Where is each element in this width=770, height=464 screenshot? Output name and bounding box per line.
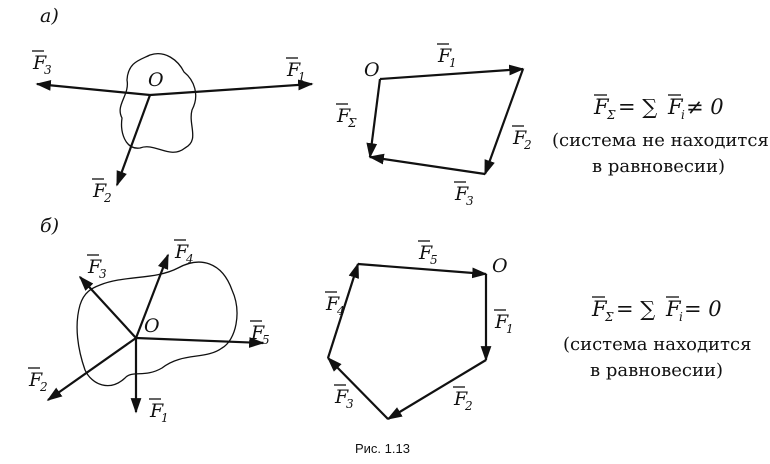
svg-text:Σ: Σ [606, 108, 616, 122]
part-a-polygon-resultant-arrow [366, 78, 382, 159]
part-b-force-f4-arrow [134, 253, 170, 339]
svg-text:F: F [334, 386, 349, 408]
part-a-note-line1: (система не находится [552, 130, 769, 151]
part-b-polygon-f2-label: F 2 [453, 386, 473, 413]
svg-text:F: F [336, 105, 351, 127]
svg-text:F: F [591, 297, 608, 321]
svg-text:5: 5 [262, 333, 270, 347]
svg-text:F: F [437, 45, 452, 67]
part-b-force-f3-arrow [78, 275, 137, 339]
svg-text:3: 3 [44, 63, 52, 77]
part-a-polygon-point-o-label: O [364, 59, 380, 81]
part-b-polygon-f4-label: F 4 [325, 291, 345, 318]
svg-text:F: F [665, 297, 682, 321]
part-b-force-f4-label: F 4 [174, 239, 194, 266]
part-a-polygon-f3-label: F 3 [454, 181, 474, 208]
part-b-force-f3-label: F 3 [87, 254, 107, 281]
part-a-force-f2-label: F 2 [92, 178, 112, 205]
svg-text:F: F [454, 183, 469, 205]
svg-text:F: F [593, 95, 610, 119]
part-a-body-contour [119, 53, 197, 153]
part-b-label: б) [40, 215, 59, 237]
svg-text:F: F [667, 95, 684, 119]
part-b-polygon-f3-arrow [326, 356, 389, 420]
part-b-force-f2-label: F 2 [28, 367, 48, 394]
svg-text:F: F [28, 369, 43, 391]
svg-text:F: F [418, 242, 433, 264]
svg-text:4: 4 [336, 304, 345, 318]
svg-text:1: 1 [506, 322, 514, 336]
svg-text:F: F [250, 322, 265, 344]
part-b-polygon-f1-label: F 1 [494, 309, 514, 336]
svg-text:3: 3 [346, 397, 354, 411]
part-b-point-o-label: O [144, 315, 160, 337]
part-b-equation: F Σ = ∑ F i = 0 [591, 296, 722, 324]
svg-text:Σ: Σ [347, 116, 357, 130]
part-a-polygon-resultant-label: F Σ [336, 103, 357, 130]
svg-text:F: F [87, 256, 102, 278]
part-a-polygon-f2-label: F 2 [512, 125, 532, 152]
part-a-equation: F Σ = ∑ F i ≠ 0 [593, 94, 724, 122]
svg-text:F: F [325, 293, 340, 315]
part-a-point-o-label: O [148, 69, 164, 91]
figure-caption: Рис. 1.13 [355, 441, 410, 456]
svg-text:i: i [681, 108, 685, 122]
svg-text:F: F [32, 52, 47, 74]
part-a-polygon-f1-label: F 1 [437, 43, 457, 70]
part-b-polygon-f5-arrow [357, 262, 488, 279]
part-a-note-line2: в равновесии) [592, 156, 725, 177]
part-b-polygon-f3-label: F 3 [334, 384, 354, 411]
svg-text:= ∑: = ∑ [616, 297, 655, 321]
svg-text:= 0: = 0 [684, 297, 722, 321]
part-a-label: а) [40, 5, 59, 27]
part-a-force-f3-arrow [35, 79, 151, 97]
part-a-force-f2-arrow [115, 94, 152, 187]
svg-text:F: F [174, 241, 189, 263]
svg-text:2: 2 [39, 380, 48, 394]
svg-text:4: 4 [185, 252, 194, 266]
part-a-force-f1-label: F 1 [286, 57, 306, 84]
part-b-note-line2: в равновесии) [590, 360, 723, 381]
part-a-force-f3-label: F 3 [32, 50, 52, 77]
svg-text:F: F [453, 388, 468, 410]
svg-text:≠ 0: ≠ 0 [686, 95, 724, 119]
part-b-note-line1: (система находится [563, 334, 751, 355]
part-b-force-f5-arrow [135, 336, 265, 348]
part-b-polygon-f5-label: F 5 [418, 240, 438, 267]
svg-text:1: 1 [161, 411, 169, 425]
svg-text:i: i [679, 310, 683, 324]
part-a-polygon-f2-arrow [483, 68, 525, 176]
svg-text:2: 2 [103, 191, 112, 205]
svg-text:3: 3 [99, 267, 107, 281]
part-b-body-contour [76, 261, 238, 387]
part-b-force-f2-arrow [46, 337, 137, 401]
svg-text:2: 2 [523, 138, 532, 152]
svg-text:1: 1 [449, 56, 457, 70]
svg-text:= ∑: = ∑ [618, 95, 657, 119]
svg-text:F: F [512, 127, 527, 149]
part-b-polygon-point-o-label: O [492, 255, 508, 277]
part-b-polygon-f2-arrow [386, 359, 487, 420]
svg-text:1: 1 [298, 70, 306, 84]
part-a-force-f1-arrow [149, 79, 314, 97]
part-a-polygon-f1-arrow [379, 64, 525, 81]
svg-text:F: F [286, 59, 301, 81]
svg-text:Σ: Σ [604, 310, 614, 324]
part-b-force-f1-label: F 1 [149, 398, 169, 425]
svg-text:3: 3 [466, 194, 474, 208]
svg-text:5: 5 [430, 253, 438, 267]
part-b-force-f5-label: F 5 [250, 320, 270, 347]
part-a-polygon-f3-arrow [368, 153, 486, 176]
part-b-polygon-f4-arrow [326, 262, 360, 359]
svg-text:F: F [494, 311, 509, 333]
svg-text:F: F [92, 180, 107, 202]
svg-text:F: F [149, 400, 164, 422]
svg-text:2: 2 [464, 399, 473, 413]
